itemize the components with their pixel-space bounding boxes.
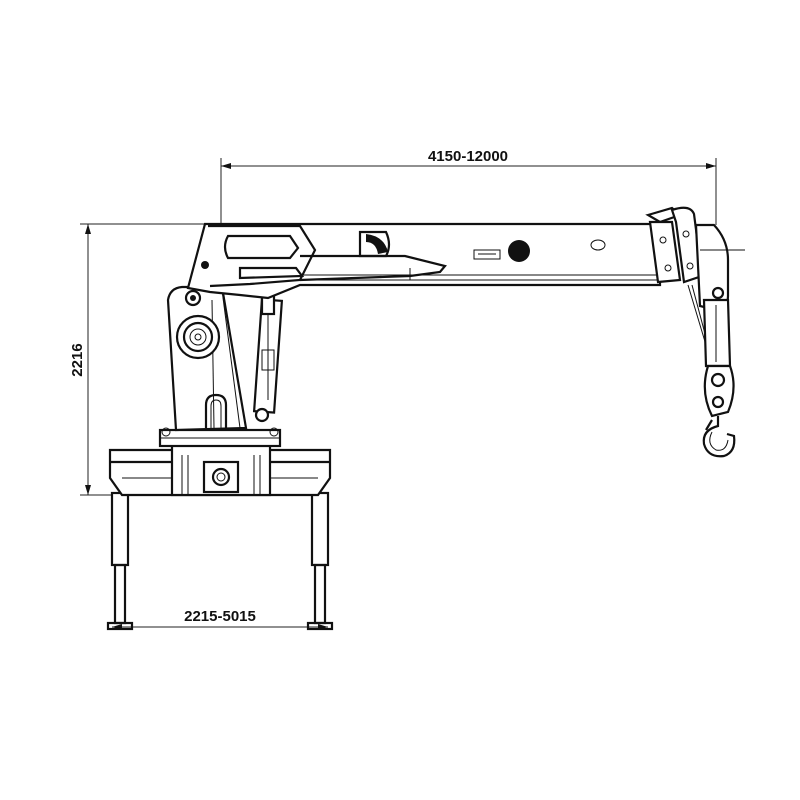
hook-block xyxy=(687,284,736,458)
crane-column xyxy=(166,285,248,432)
outrigger-span-dimension: 2215-5015 xyxy=(112,608,328,630)
crane-height-label: 2216 xyxy=(69,343,86,376)
crane-height-dimension: 2216 xyxy=(69,223,205,496)
lift-cylinder xyxy=(252,285,284,423)
base-frame xyxy=(108,427,332,497)
boom-reach-dimension: 4150-12000 xyxy=(220,148,717,225)
telescopic-boom xyxy=(186,206,745,312)
outrigger-right xyxy=(306,491,334,631)
outrigger-span-label: 2215-5015 xyxy=(184,608,256,625)
outrigger-left xyxy=(106,491,134,631)
boom-reach-label: 4150-12000 xyxy=(428,148,508,165)
